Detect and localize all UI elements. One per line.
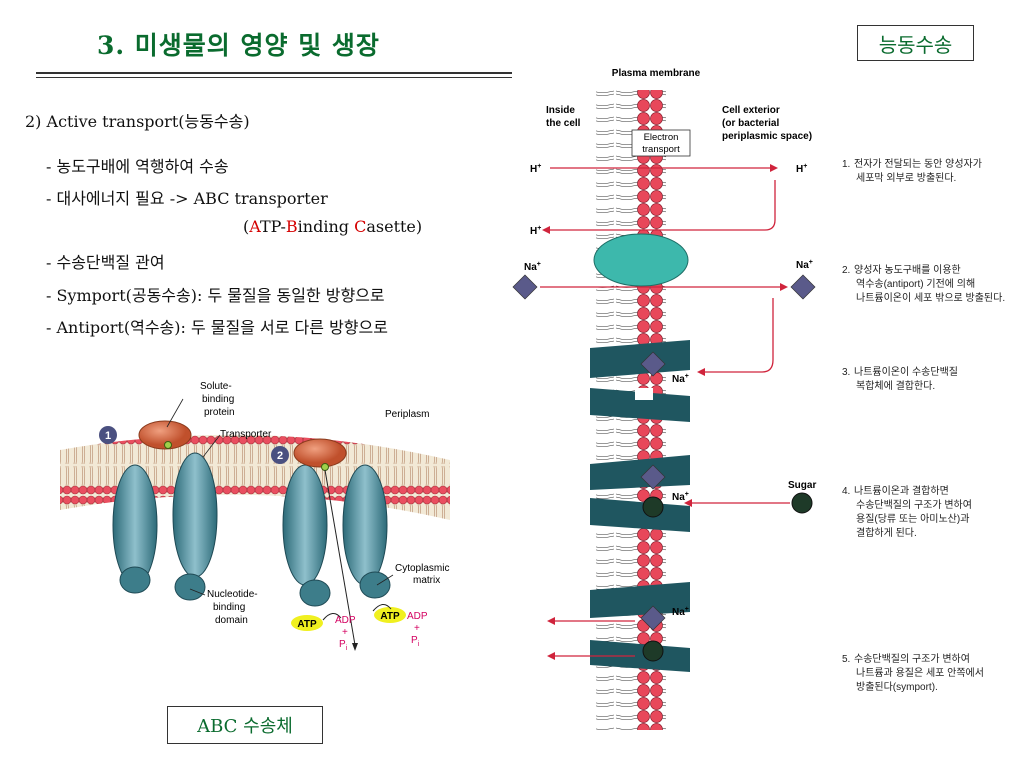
step-1-marker: 1 <box>105 430 111 442</box>
section-heading: 2) Active transport(능동수송) <box>25 112 250 131</box>
bullet-abc-expansion: (ATP-Binding Casette) <box>243 217 422 236</box>
plus-label-1: + <box>342 627 348 638</box>
step-2-line-1: 양성자 농도구배를 이용한 <box>854 265 961 276</box>
step-5-line-1: 수송단백질의 구조가 변하여 <box>854 654 970 665</box>
letter-a: A <box>249 217 260 236</box>
step-2-line-2: 역수송(antiport) 기전에 의해 <box>856 279 976 290</box>
abc-transporter-diagram: 1 2 Solute- binding protein Transporter … <box>60 381 450 652</box>
na-label-2: Na+ <box>796 259 813 271</box>
plus-label-2: + <box>414 623 420 634</box>
bullet-concentration: - 농도구배에 역행하여 수송 <box>46 157 229 176</box>
letter-c: C <box>354 217 367 236</box>
label-cytoplasmic-1: Cytoplasmic <box>395 563 449 574</box>
label-plasma-membrane: Plasma membrane <box>612 68 701 79</box>
text-asette: asette) <box>366 217 423 236</box>
step-4-number: 4. <box>842 486 851 497</box>
label-periplasm: Periplasm <box>385 409 429 420</box>
step-4-line-3: 용질(당류 또는 아미노산)과 <box>856 514 970 525</box>
na-label-5: Na+ <box>672 606 689 618</box>
label-inside-2: the cell <box>546 118 581 129</box>
step-1-line-1: 전자가 전달되는 동안 양성자가 <box>854 159 982 170</box>
step-5-line-2: 나트륨과 용질은 세포 안쪽에서 <box>856 668 984 679</box>
step-4-line-2: 수송단백질의 구조가 변하여 <box>856 500 972 511</box>
h-label-2: H+ <box>796 163 807 175</box>
text-inding: inding <box>297 217 355 236</box>
step-4-description: 4.나트륨이온과 결합하면 수송단백질의 구조가 변하여 용질(당류 또는 아미… <box>842 485 972 541</box>
adp-label-2: ADP <box>407 611 428 622</box>
atp-label-1: ATP <box>297 619 317 630</box>
na-label-4: Na+ <box>672 491 689 503</box>
pi-label-2: Pi <box>411 635 420 648</box>
h-label-1: H+ <box>530 163 541 175</box>
step-2-number: 2. <box>842 265 851 276</box>
bullet-energy: - 대사에너지 필요 -> ABC transporter <box>46 189 328 208</box>
paren-open: ( <box>243 217 250 236</box>
title-divider-thin <box>36 77 512 78</box>
na-label-1: Na+ <box>524 261 541 273</box>
step-3-line-2: 복합체에 결합한다. <box>856 381 936 392</box>
label-transporter: Transporter <box>220 429 272 440</box>
step-3-line-1: 나트륨이온이 수송단백질 <box>854 367 958 378</box>
label-exterior-2: (or bacterial <box>722 118 779 129</box>
step-1-number: 1. <box>842 159 851 170</box>
label-inside-1: Inside <box>546 105 575 116</box>
adp-label-1: ADP <box>335 615 356 626</box>
pi-label-1: Pi <box>339 639 348 652</box>
bullet-transport-protein: - 수송단백질 관여 <box>46 253 165 272</box>
bullet-symport: - Symport(공동수송): 두 물질을 동일한 방향으로 <box>46 286 385 305</box>
letter-b: B <box>285 217 298 236</box>
step-3-description: 3.나트륨이온이 수송단백질 복합체에 결합한다. <box>842 366 958 394</box>
text-tp: TP- <box>259 217 286 236</box>
label-electron: Electron <box>644 132 679 143</box>
step-5-description: 5.수송단백질의 구조가 변하여 나트륨과 용질은 세포 안쪽에서 방출된다(s… <box>842 653 984 695</box>
sugar-label: Sugar <box>788 480 816 491</box>
label-nucleotide-2: binding <box>213 602 245 613</box>
step-5-line-3: 방출된다(symport). <box>856 682 938 693</box>
label-exterior-1: Cell exterior <box>722 105 780 116</box>
step-1-description: 1.전자가 전달되는 동안 양성자가 세포막 외부로 방출된다. <box>842 158 982 186</box>
page-title: 3. 미생물의 영양 및 생장 <box>97 31 380 60</box>
label-solute-binding-2: binding <box>202 394 234 405</box>
atp-label-2: ATP <box>380 611 400 622</box>
step-2-description: 2.양성자 농도구배를 이용한 역수송(antiport) 기전에 의해 나트륨… <box>842 264 1005 306</box>
h-label-3: H+ <box>530 225 541 237</box>
label-transport: transport <box>642 144 680 155</box>
label-nucleotide-3: domain <box>215 615 248 626</box>
step-2-line-3: 나트륨이온이 세포 밖으로 방출된다. <box>856 293 1006 304</box>
label-nucleotide-1: Nucleotide- <box>207 589 258 600</box>
label-exterior-3: periplasmic space) <box>722 131 812 142</box>
label-cytoplasmic-2: matrix <box>413 575 440 586</box>
step-1-line-2: 세포막 외부로 방출된다. <box>856 173 957 184</box>
label-solute-binding-3: protein <box>204 407 235 418</box>
label-solute-binding-1: Solute- <box>200 381 232 392</box>
na-label-3: Na+ <box>672 373 689 385</box>
step-5-number: 5. <box>842 654 851 665</box>
topic-label-box: 능동수송 <box>857 25 974 61</box>
title-divider <box>36 72 512 74</box>
step-3-number: 3. <box>842 367 851 378</box>
symport-membrane-diagram: Electron transport Plasma membrane Insid… <box>512 68 816 730</box>
step-2-marker: 2 <box>277 450 283 462</box>
step-4-line-4: 결합하게 된다. <box>856 528 917 539</box>
abc-transporter-label-box: ABC 수송체 <box>167 706 323 744</box>
bullet-antiport: - Antiport(역수송): 두 물질을 서로 다른 방향으로 <box>46 318 388 337</box>
step-4-line-1: 나트륨이온과 결합하면 <box>854 486 949 497</box>
